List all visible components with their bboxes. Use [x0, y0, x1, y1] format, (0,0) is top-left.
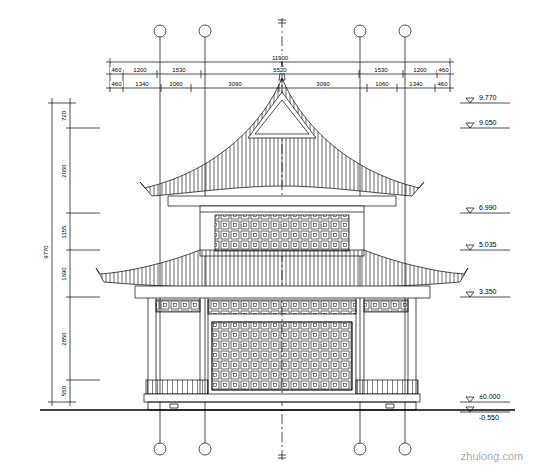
dimension-text: 1690 [61, 266, 67, 281]
dimension-text: 720 [61, 109, 67, 121]
elevation-label: 9.770 [478, 94, 498, 101]
elevation-label: 3.350 [478, 288, 498, 295]
elevation-label: -0.550 [478, 414, 500, 421]
dimension-text: 1200 [412, 67, 427, 73]
dimension-text: 1530 [373, 67, 388, 73]
upper-body [200, 206, 364, 256]
dimension-text: 2060 [61, 163, 67, 178]
upper-roof [140, 62, 424, 206]
dimension-text: 550 [61, 385, 67, 397]
dimension-text: 1060 [374, 81, 389, 87]
watermark: zhulong.com [460, 451, 524, 462]
dimension-text: 1200 [132, 67, 147, 73]
dimension-text: 460 [437, 67, 449, 73]
lower-roof [96, 250, 468, 298]
elevation-label: 9.050 [478, 119, 498, 126]
dimension-text: 5520 [272, 67, 287, 73]
dimension-text: 3090 [315, 81, 330, 87]
dimension-text: 2850 [61, 331, 67, 346]
dimension-text: 1530 [171, 67, 186, 73]
elevation-label: 6.990 [478, 204, 498, 211]
dimension-text: 460 [110, 67, 122, 73]
dimension-text: 9770 [43, 244, 49, 259]
dimension-text: 11900 [271, 55, 289, 61]
dimension-text: 1340 [408, 81, 423, 87]
dimension-text: 1155 [61, 224, 67, 239]
dimension-text: 3090 [227, 81, 242, 87]
lower-body [144, 298, 420, 410]
elevation-markers [460, 98, 510, 412]
dimension-lines [48, 58, 454, 406]
dimension-text: 460 [110, 81, 122, 87]
dimension-text: 460 [436, 81, 448, 87]
dimension-text: 1060 [168, 81, 183, 87]
dimension-text: 1340 [134, 81, 149, 87]
elevation-label: ±0.000 [478, 393, 501, 400]
elevation-label: 5.035 [478, 241, 498, 248]
